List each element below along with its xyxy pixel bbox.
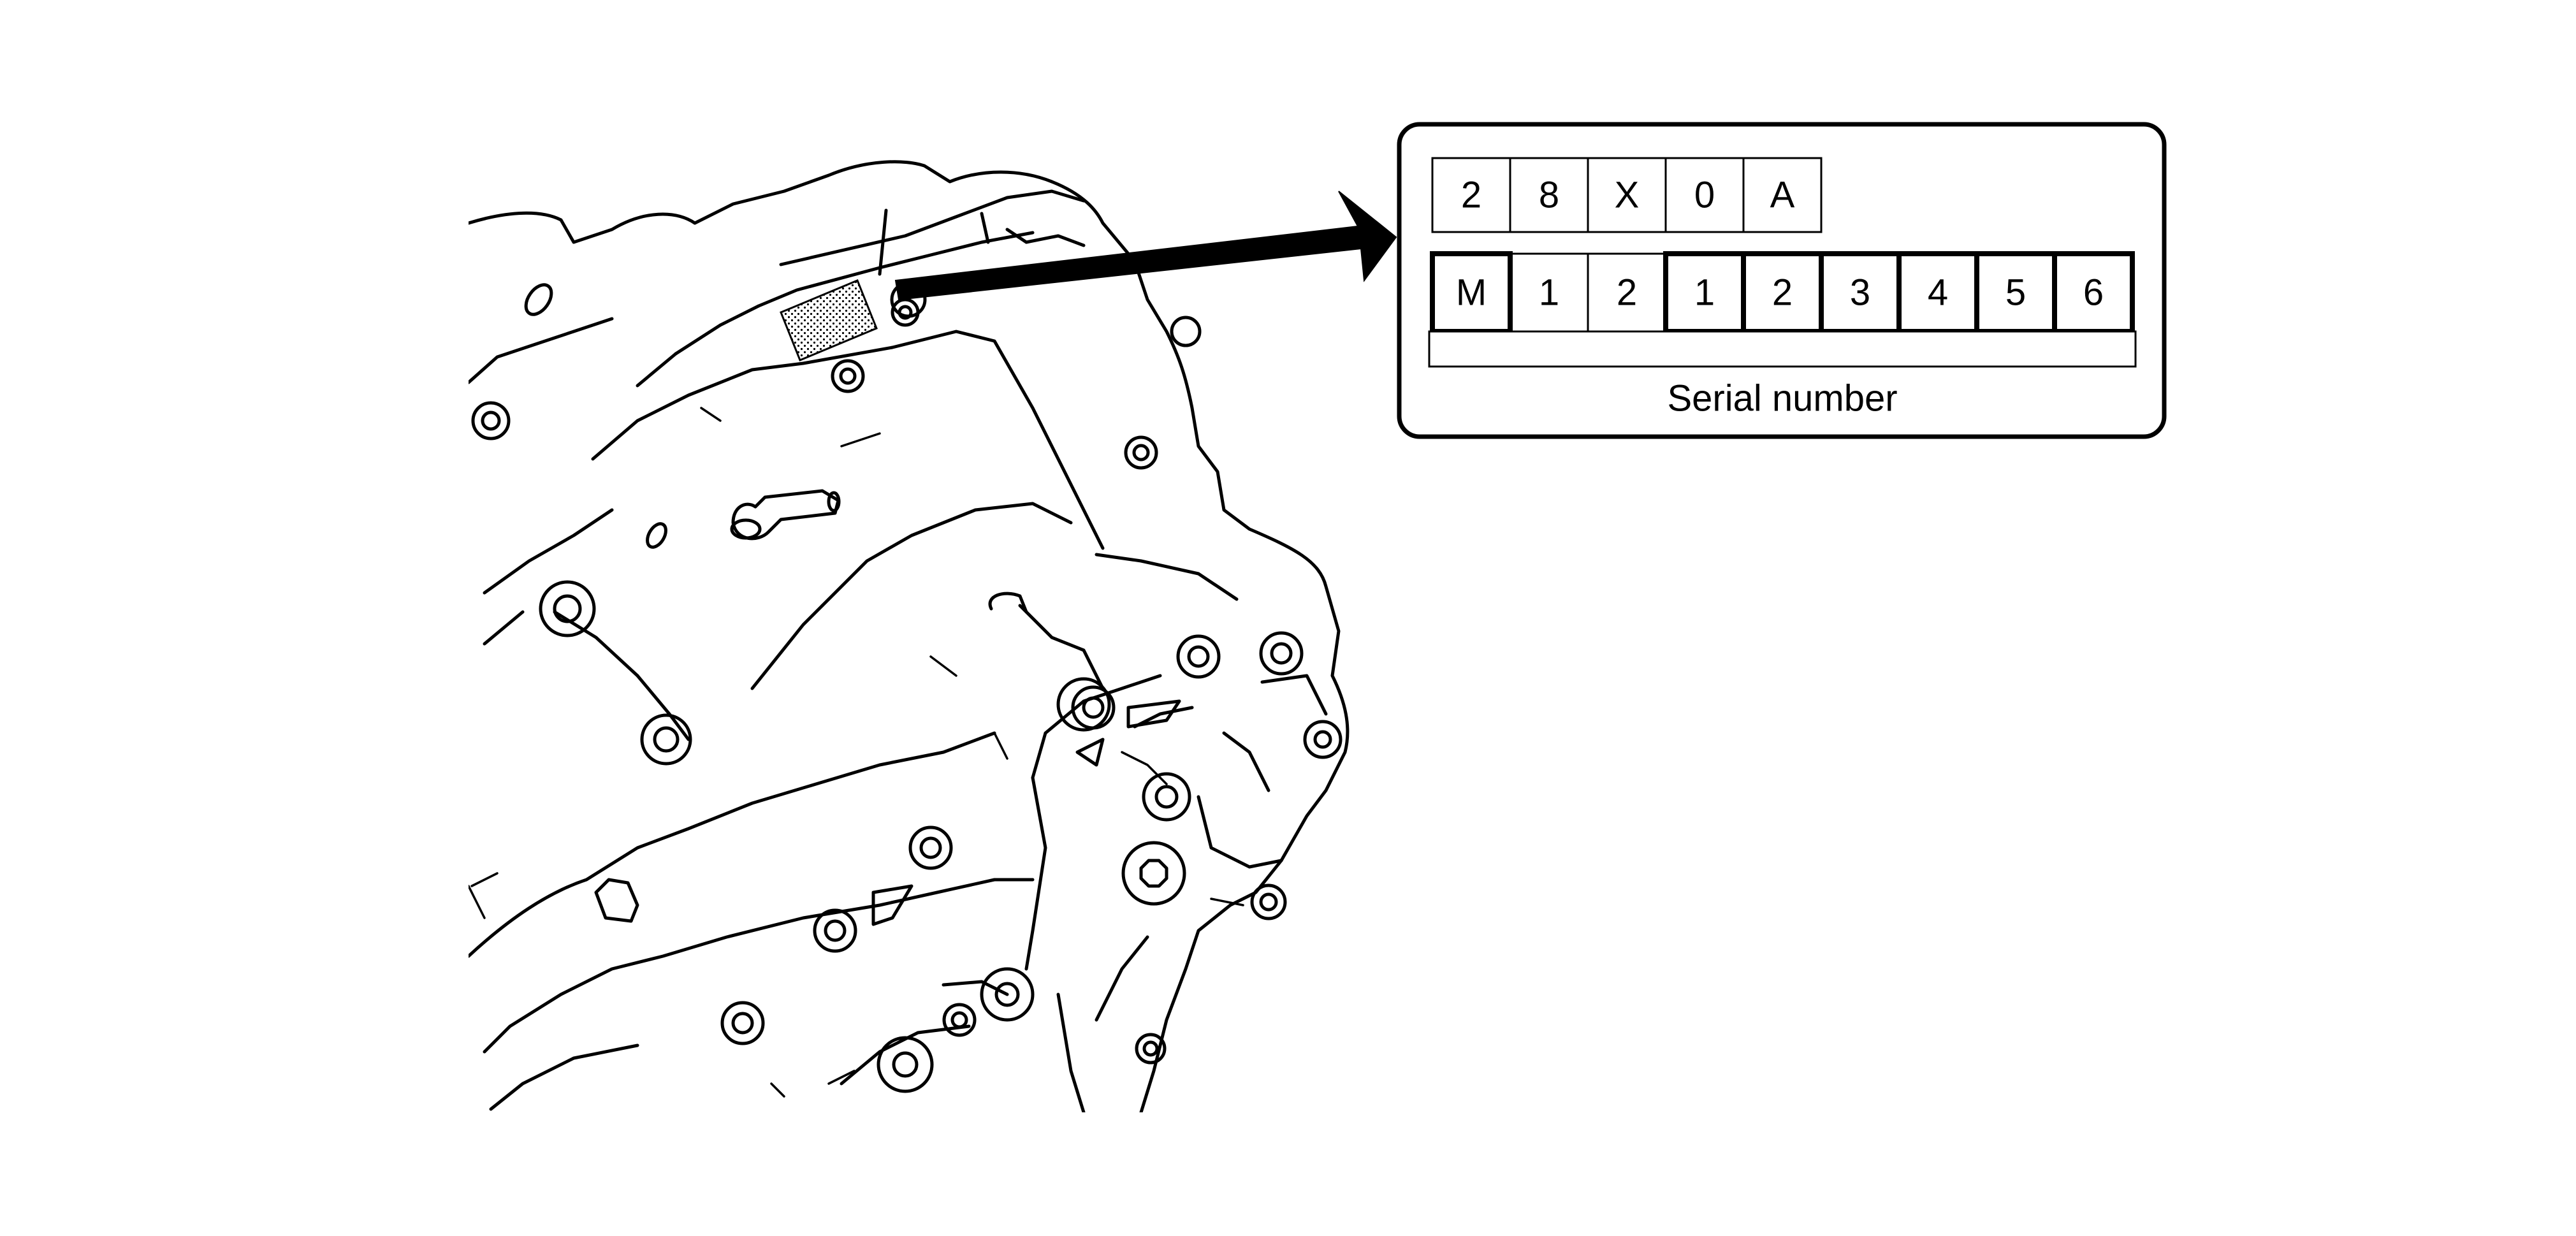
serial-code-char: 4 bbox=[1928, 272, 1948, 314]
model-code-char: 2 bbox=[1461, 175, 1481, 216]
housing-bolts bbox=[471, 281, 1343, 1093]
serial-number-caption: Serial number bbox=[1667, 378, 1897, 419]
serial-code-char: 5 bbox=[2005, 272, 2026, 314]
leader-arrow bbox=[894, 191, 1397, 301]
serial-code-char: M bbox=[1456, 272, 1487, 314]
serial-code-char: 2 bbox=[1617, 272, 1637, 314]
serial-code-char: 1 bbox=[1539, 272, 1559, 314]
transaxle-housing-drawing bbox=[469, 160, 1350, 1112]
serial-label-callout: 2 8 X 0 A M 1 2 1 bbox=[1397, 122, 2167, 439]
serial-code-char: 3 bbox=[1850, 272, 1870, 314]
serial-code-char: 1 bbox=[1694, 272, 1715, 314]
model-code-char: X bbox=[1615, 175, 1640, 216]
model-code-row: 2 8 X 0 A bbox=[1431, 157, 1823, 233]
serial-code-char: 2 bbox=[1772, 272, 1793, 314]
model-code-char: 0 bbox=[1694, 175, 1715, 216]
serial-bracket-strip bbox=[1428, 330, 2137, 368]
model-code-char: A bbox=[1770, 175, 1795, 216]
serial-code-row: M 1 2 1 2 3 4 5 6 bbox=[1430, 251, 2135, 334]
serial-code-char: 6 bbox=[2083, 272, 2104, 314]
model-code-char: 8 bbox=[1539, 175, 1559, 216]
serial-stamp-area bbox=[780, 279, 878, 361]
